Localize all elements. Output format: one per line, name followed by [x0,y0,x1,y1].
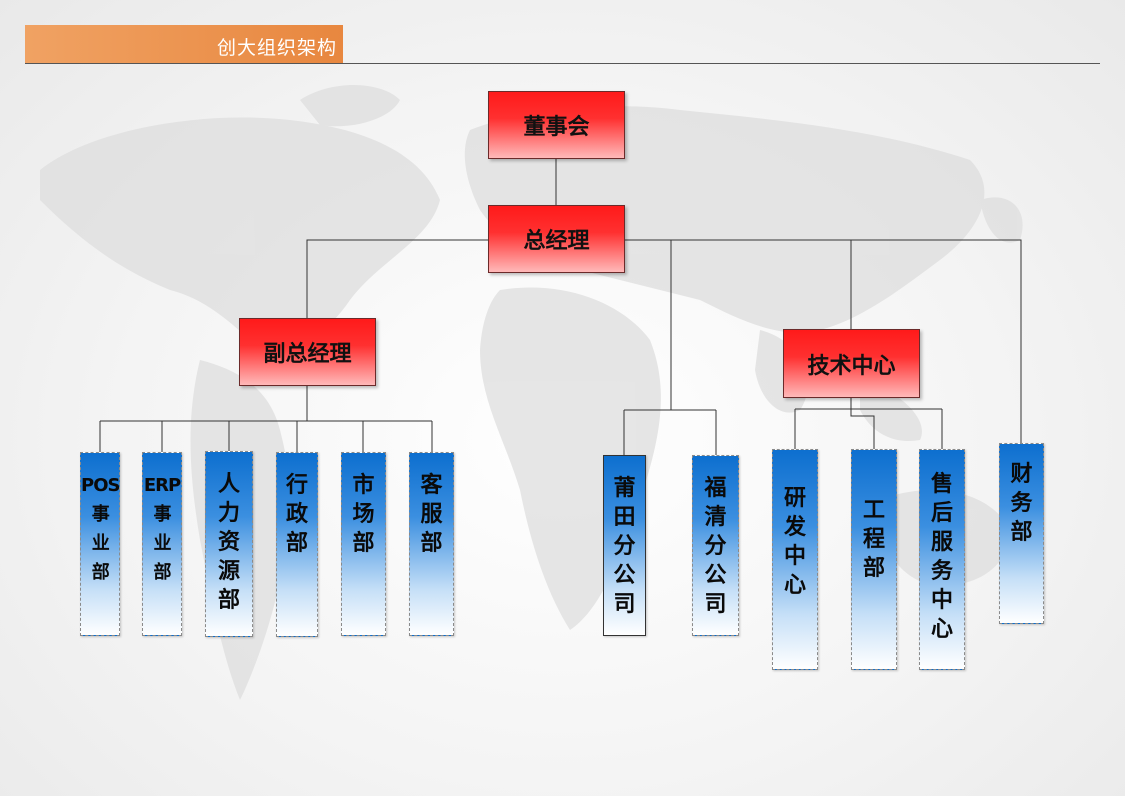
title-bar: 创大组织架构 [25,25,343,63]
tech-center-box: 技术中心 [783,329,920,398]
putian-branch-label: 莆 田 分 公 司 [613,476,636,617]
market-department-box: 市 场 部 [341,452,386,636]
market-department-label: 市 场 部 [352,473,375,556]
page-title: 创大组织架构 [216,37,337,59]
pos-division-box: POS 事 业 部 [80,452,120,636]
fuqing-branch-box: 福 清 分 公 司 [692,455,739,636]
fuqing-branch-label: 福 清 分 公 司 [704,476,727,617]
finance-department-label: 财 务 部 [1010,462,1033,545]
general-manager-box: 总经理 [488,205,625,273]
putian-branch-box: 莆 田 分 公 司 [603,455,646,636]
erp-division-label: ERP 事 业 部 [143,475,181,583]
rd-center-box: 研 发 中 心 [772,449,818,670]
customer-service-box: 客 服 部 [409,452,454,636]
admin-department-box: 行 政 部 [276,452,318,637]
pos-division-label: POS 事 业 部 [81,475,120,583]
finance-department-box: 财 务 部 [999,443,1044,624]
erp-division-box: ERP 事 业 部 [142,452,182,636]
customer-service-label: 客 服 部 [420,473,443,556]
deputy-general-manager-box: 副总经理 [239,318,376,386]
rd-center-label: 研 发 中 心 [783,486,806,598]
after-sales-center-box: 售 后 服 务 中 心 [919,449,965,670]
title-divider [25,63,1100,64]
engineering-department-box: 工 程 部 [851,449,897,670]
admin-department-label: 行 政 部 [285,473,308,556]
engineering-department-label: 工 程 部 [862,498,885,581]
board-box: 董事会 [488,91,625,159]
hr-department-label: 人 力 资 源 部 [217,472,240,613]
after-sales-center-label: 售 后 服 务 中 心 [930,472,953,642]
hr-department-box: 人 力 资 源 部 [205,451,253,637]
